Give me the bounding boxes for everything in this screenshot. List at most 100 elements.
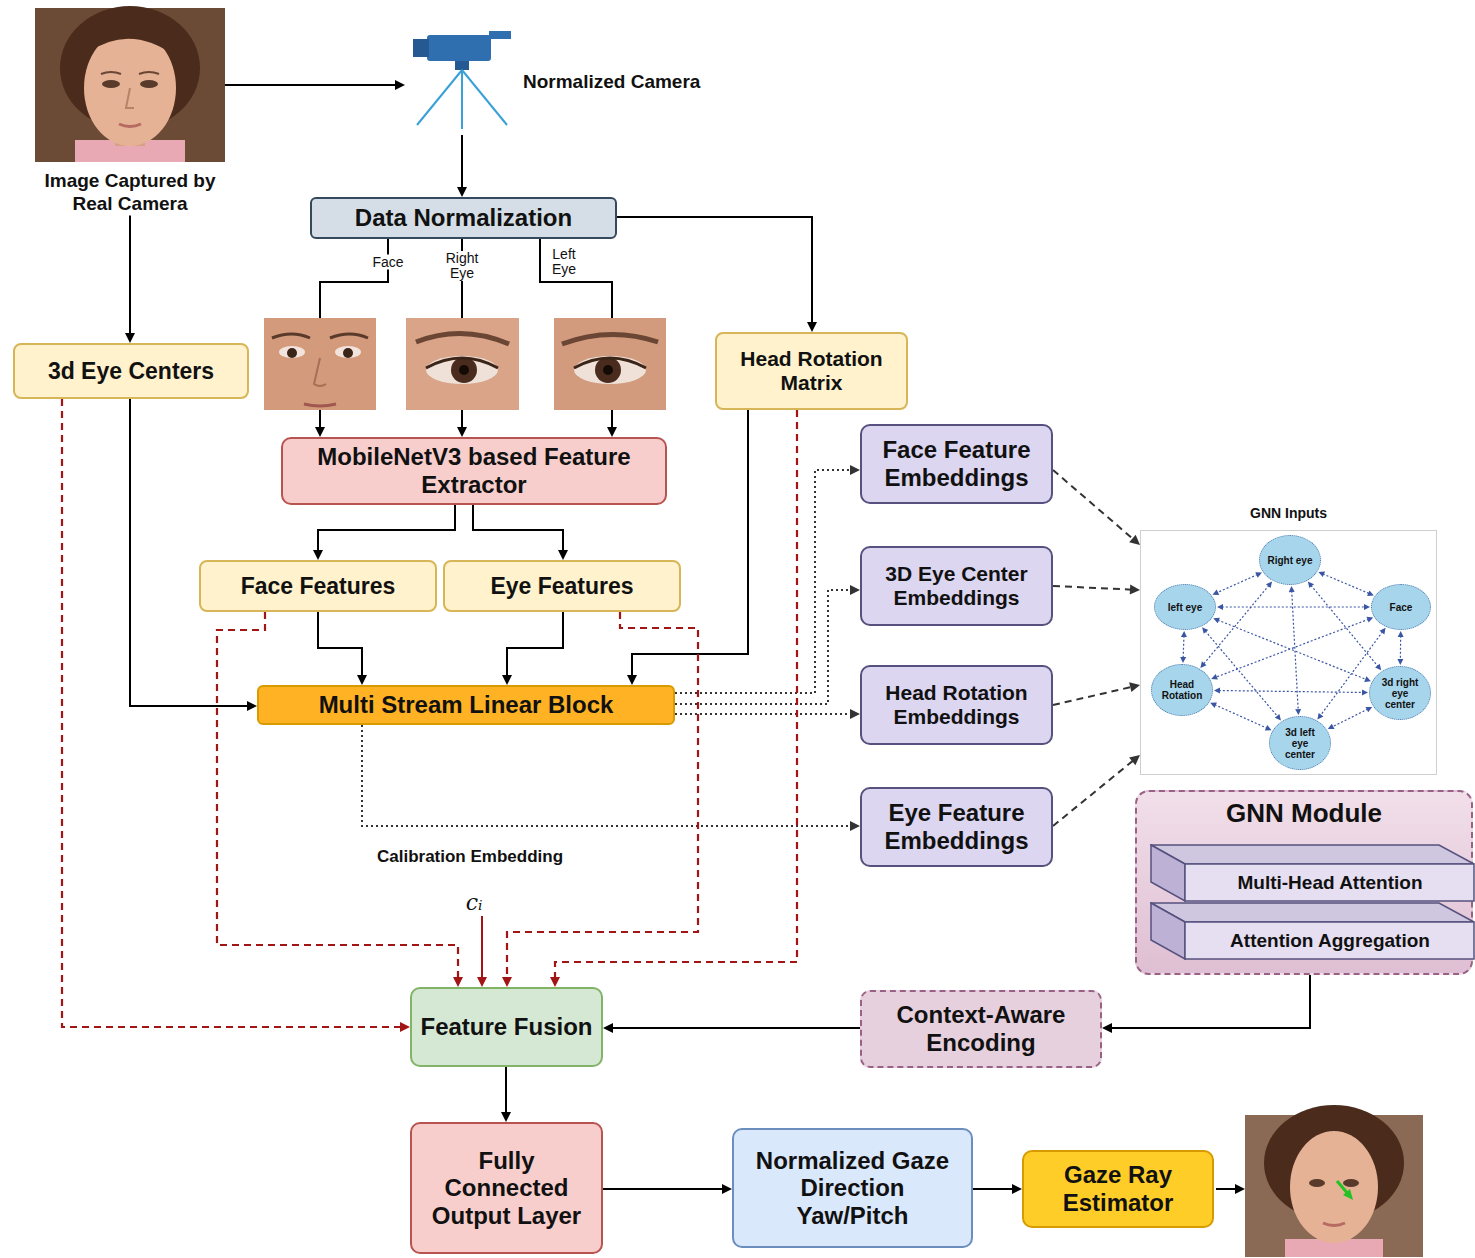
feature-box: Face Features xyxy=(199,560,437,612)
connector-line xyxy=(1311,585,1378,666)
gaze-ray-head xyxy=(1343,1189,1353,1200)
arrowhead xyxy=(313,550,323,560)
connector xyxy=(130,399,257,711)
layer-label: Multi-Head Attention xyxy=(1237,873,1422,894)
fusion-box: Feature Fusion xyxy=(410,987,603,1067)
arrowhead xyxy=(1367,590,1374,596)
camera-label: Normalized Camera xyxy=(523,71,750,94)
box-label: Head Rotation Matrix xyxy=(725,347,898,395)
connector-line xyxy=(973,1188,1014,1190)
data-box: 3d Eye Centers xyxy=(13,343,249,399)
model-box: MobileNetV3 based Feature Extractor xyxy=(281,437,667,505)
graph-title: GNN Inputs xyxy=(1140,500,1437,523)
arrowhead xyxy=(247,701,257,711)
annotation-label: Calibration Embedding xyxy=(377,847,563,867)
box-label: Data Normalization xyxy=(355,204,572,232)
arrowhead xyxy=(603,1023,613,1033)
tripod-leg xyxy=(462,70,507,125)
connector xyxy=(1318,572,1373,596)
connector xyxy=(502,612,698,987)
camera-handle xyxy=(489,31,511,39)
box-label: Multi Stream Linear Block xyxy=(319,691,614,719)
connector-line xyxy=(362,725,852,826)
graph-node-label: left eye xyxy=(1168,602,1202,613)
face xyxy=(1290,1131,1378,1243)
right-eye-crop xyxy=(406,318,519,410)
arrowhead xyxy=(850,821,860,831)
connector xyxy=(457,135,467,197)
connector xyxy=(1053,755,1140,826)
arrowhead xyxy=(1289,586,1295,592)
connector-line xyxy=(1215,705,1268,729)
arrowhead xyxy=(850,465,860,475)
arrowhead xyxy=(1308,582,1314,589)
cube-face: Attention Aggregation xyxy=(1185,922,1475,960)
left-eye-crop xyxy=(554,318,666,410)
output-layer-box: Fully Connected Output Layer xyxy=(410,1122,603,1254)
box-label: Context-Aware Encoding xyxy=(870,1001,1092,1056)
connector xyxy=(1328,707,1372,729)
data-box: Head Rotation Matrix xyxy=(715,332,908,410)
nose xyxy=(314,358,326,386)
connector-line xyxy=(675,590,852,704)
connector xyxy=(1212,572,1261,595)
connector xyxy=(603,1184,732,1194)
arrowhead xyxy=(453,977,463,987)
box-label: 3D Eye Center Embeddings xyxy=(870,562,1043,610)
connector-line xyxy=(507,612,698,979)
arrowhead xyxy=(1380,628,1386,635)
photo-caption: Image Captured by Real Camera xyxy=(35,170,225,216)
cube-side xyxy=(1151,903,1185,959)
arrowhead xyxy=(1265,725,1272,730)
mouth xyxy=(304,404,336,406)
eyelid xyxy=(426,358,498,368)
arrowhead xyxy=(558,550,568,560)
iris xyxy=(343,348,353,358)
graph-node-label: Right eye xyxy=(1267,555,1312,566)
arrowhead xyxy=(1266,582,1272,589)
graph-node-label: 3d right eye center xyxy=(1376,677,1424,710)
crop-skin xyxy=(264,318,376,410)
arrowhead xyxy=(1129,535,1140,545)
connector-line xyxy=(1218,620,1367,679)
nose xyxy=(126,88,134,108)
calibration-arrowhead xyxy=(477,977,487,987)
connector-line xyxy=(130,399,249,706)
arrowhead xyxy=(457,427,467,437)
graph-node: 3d left eye center xyxy=(1269,716,1331,770)
connector-line xyxy=(318,505,455,552)
output-arrow xyxy=(1216,1188,1236,1190)
arrowhead xyxy=(1212,590,1219,595)
eye-white xyxy=(426,356,498,384)
brow xyxy=(562,334,658,344)
edge-label: Left Eye xyxy=(550,247,578,277)
process-box: Data Normalization xyxy=(310,197,617,239)
arrowhead xyxy=(607,427,617,437)
process-box: Multi Stream Linear Block xyxy=(257,685,675,725)
connector xyxy=(973,1184,1022,1194)
box-label: Eye Feature Embeddings xyxy=(870,799,1043,854)
cube-top xyxy=(1151,845,1474,864)
output-arrowhead xyxy=(1235,1184,1245,1194)
arrowhead xyxy=(1317,713,1323,720)
connector xyxy=(675,465,860,693)
arrowhead xyxy=(1214,688,1220,694)
connector-line xyxy=(1183,636,1185,658)
connector-line xyxy=(611,1027,860,1029)
arrowhead xyxy=(1180,657,1186,663)
embedding-box: Head Rotation Embeddings xyxy=(860,665,1053,745)
connector-line xyxy=(1332,709,1368,727)
connector xyxy=(1289,586,1301,715)
arrowhead xyxy=(395,80,405,90)
camera-mount xyxy=(455,61,469,70)
face-crop xyxy=(264,318,376,410)
arrowhead xyxy=(1129,682,1140,692)
eye xyxy=(1343,1179,1359,1187)
arrowhead xyxy=(627,675,637,685)
box-label: Gaze Ray Estimator xyxy=(1032,1161,1204,1216)
connector xyxy=(502,612,563,685)
cube-front xyxy=(1185,864,1474,901)
box-label: Head Rotation Embeddings xyxy=(870,681,1043,729)
connector xyxy=(617,217,817,332)
arrowhead xyxy=(1328,724,1335,729)
